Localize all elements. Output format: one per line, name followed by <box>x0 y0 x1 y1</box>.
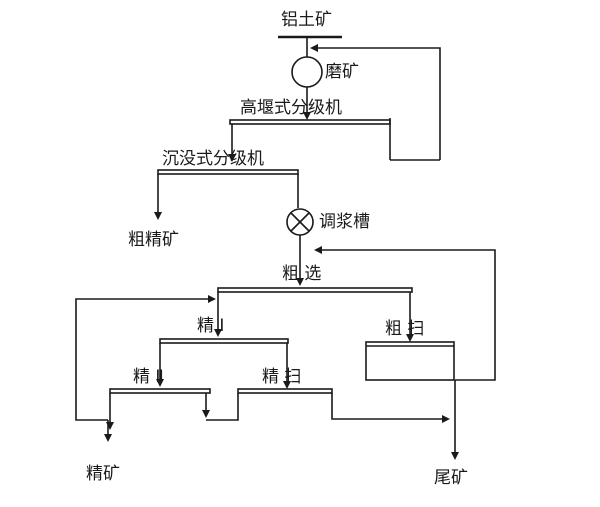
ore-label: 铝土矿 <box>281 10 332 30</box>
clean-tails-return-line <box>75 295 216 421</box>
rough-concentrate-label: 粗精矿 <box>128 230 179 250</box>
clean2-cell-shape <box>109 388 211 394</box>
recycle-to-mill-line <box>310 44 441 160</box>
roughing-label: 粗 选 <box>282 264 322 284</box>
weir-classifier-shape <box>229 119 391 125</box>
cleaning-2-label: 精 Ⅱ <box>133 367 164 387</box>
cleaning-1-label: 精 Ⅰ <box>197 316 225 336</box>
clean-scav-cell-shape <box>237 388 333 394</box>
tank-cross-b <box>290 212 310 232</box>
concentrate-label: 精矿 <box>86 464 120 484</box>
clean-scav-return-line <box>206 393 239 421</box>
submerged-classifier-shape <box>157 169 299 175</box>
conditioning-tank-label: 调浆槽 <box>319 212 370 232</box>
grinding-label: 磨矿 <box>325 62 359 82</box>
roughing-cell-shape <box>217 287 413 293</box>
mill-circle <box>291 56 323 88</box>
tailings-label: 尾矿 <box>434 468 468 488</box>
clean1-cell-shape <box>159 338 289 344</box>
rough-scavenger-box <box>365 341 455 381</box>
rough-scavenging-label: 粗 扫 <box>385 319 425 339</box>
submerged-classifier-label: 沉没式分级机 <box>162 149 264 169</box>
clean-scav-tails-line <box>331 393 450 423</box>
clean-scavenging-label: 精 扫 <box>262 367 302 387</box>
weir-classifier-label: 高堰式分级机 <box>240 98 342 118</box>
scavenger-return-line <box>314 246 496 381</box>
